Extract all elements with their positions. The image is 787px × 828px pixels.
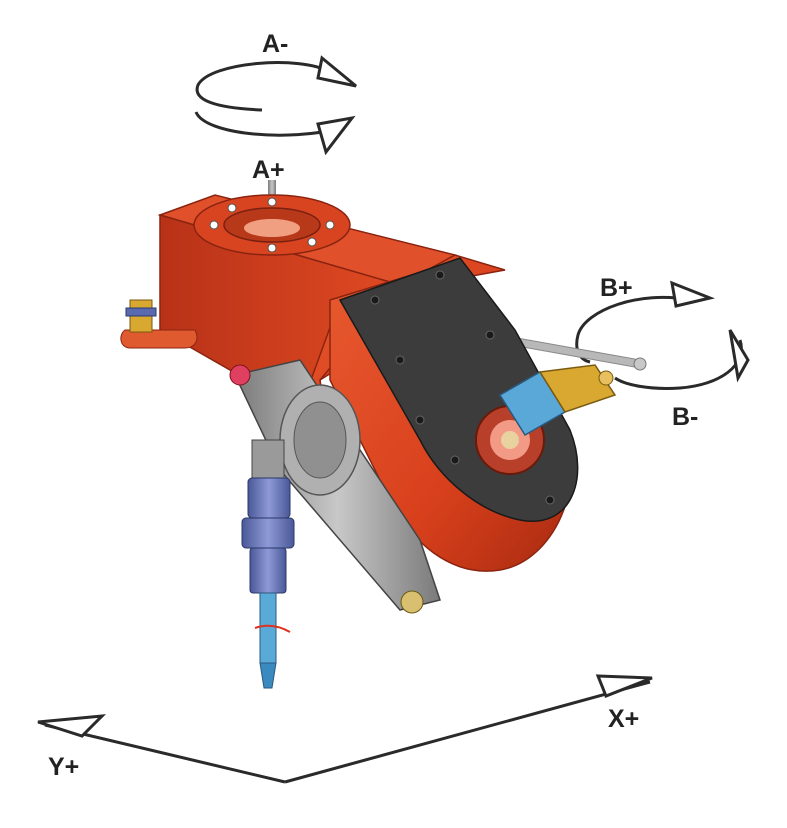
x-axis-arrowhead-icon [595,674,653,698]
nozzle-connector [251,439,285,481]
b-axis-bearing-core [501,431,519,449]
cutting-nozzle [241,439,295,689]
y-plus-label: Y+ [48,753,79,781]
flange-bolt [325,220,335,230]
cover-bolt [485,330,495,340]
fitting-tip [598,370,614,386]
top-flange-bore [244,219,300,237]
cover-bolt [395,355,405,365]
nozzle-body-lower [249,547,287,594]
a-minus-arrowhead-icon [316,55,357,88]
cover-bolt [545,495,555,505]
cover-plate [338,257,579,523]
flange-bolt [267,197,277,207]
b-minus-label: B- [672,403,698,431]
nozzle-body-upper [247,477,291,519]
side-fitting [498,364,617,437]
swivel-bolt-icon [400,590,424,614]
cover-bolt [450,455,460,465]
flange-bolt [267,243,277,253]
a-minus-label: A- [262,30,288,58]
x-plus-label: X+ [608,705,639,733]
cover-bolt [435,270,445,280]
bracket-arm [120,329,198,349]
nozzle-body-mid [241,517,295,549]
y-axis-arrowhead-icon [37,714,107,738]
bracket-bolt-washer [125,307,157,317]
cover-bolt [415,415,425,425]
b-axis-rod-end [633,357,647,371]
a-plus-label: A+ [252,156,285,184]
xy-axes [37,674,653,784]
flange-bolt [209,220,219,230]
cover-bolt [370,295,380,305]
swivel-disc-inner [293,401,347,479]
swivel-block [229,359,441,614]
b-plus-arrowhead-icon [670,280,716,308]
a-axis-rotation [194,55,357,156]
left-bracket [120,299,198,349]
flange-bolts [209,197,335,253]
nozzle-tube [259,592,277,664]
fitting-gold-nut [538,364,617,413]
pink-fitting [229,364,251,386]
x-axis-line [284,680,651,784]
flange-bolt [227,203,237,213]
flange-bolt [307,237,317,247]
a-minus-rotation-arrow [195,61,331,112]
nozzle-tip [259,662,277,689]
nozzle-marker [254,624,291,633]
b-minus-arrowhead-icon [728,329,750,383]
b-plus-label: B+ [600,274,633,302]
a-plus-arrowhead-icon [316,115,356,156]
